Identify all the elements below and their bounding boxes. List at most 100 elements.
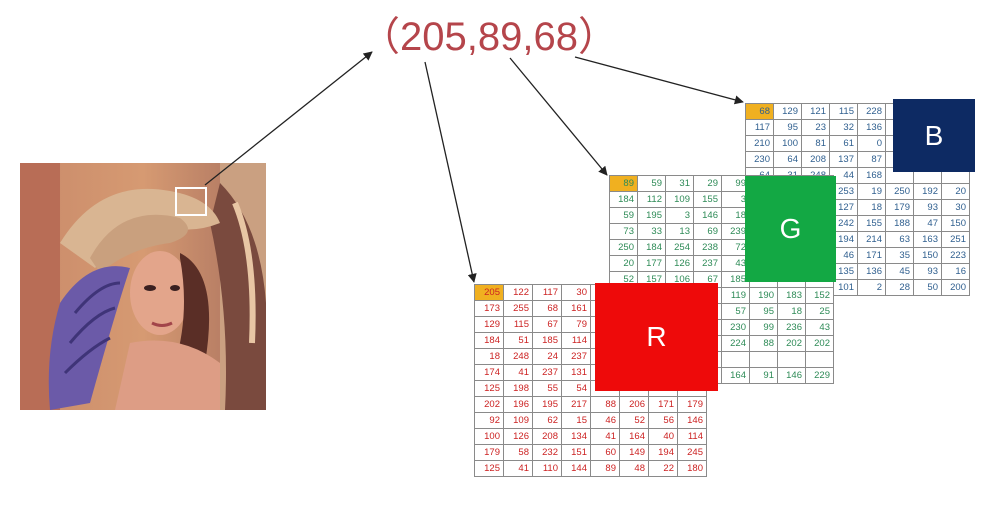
grid-cell: 33 bbox=[637, 223, 666, 240]
grid-cell: 137 bbox=[829, 151, 858, 168]
grid-cell: 151 bbox=[561, 444, 591, 461]
grid-cell: 155 bbox=[693, 191, 722, 208]
grid-cell: 91 bbox=[749, 367, 778, 384]
grid-cell: 184 bbox=[474, 332, 504, 349]
grid-cell: 126 bbox=[503, 428, 533, 445]
grid-cell: 163 bbox=[913, 231, 942, 248]
pixel-selection-box bbox=[175, 187, 207, 216]
grid-cell: 45 bbox=[885, 263, 914, 280]
grid-cell: 206 bbox=[619, 396, 649, 413]
grid-cell: 56 bbox=[648, 412, 678, 429]
grid-cell: 150 bbox=[913, 247, 942, 264]
grid-cell: 59 bbox=[609, 207, 638, 224]
grid-cell: 198 bbox=[503, 380, 533, 397]
grid-cell: 152 bbox=[805, 287, 834, 304]
grid-cell: 237 bbox=[561, 348, 591, 365]
grid-cell: 224 bbox=[721, 335, 750, 352]
grid-cell: 214 bbox=[857, 231, 886, 248]
grid-cell: 16 bbox=[941, 263, 970, 280]
grid-cell: 100 bbox=[773, 135, 802, 152]
grid-cell: 237 bbox=[693, 255, 722, 272]
grid-cell: 195 bbox=[532, 396, 562, 413]
arrow-to-r bbox=[424, 61, 477, 283]
grid-cell: 28 bbox=[885, 279, 914, 296]
grid-cell: 57 bbox=[721, 303, 750, 320]
grid-cell: 58 bbox=[503, 444, 533, 461]
grid-cell: 115 bbox=[829, 103, 858, 120]
grid-cell: 179 bbox=[677, 396, 707, 413]
grid-cell: 202 bbox=[777, 335, 806, 352]
grid-cell: 232 bbox=[532, 444, 562, 461]
grid-cell: 114 bbox=[561, 332, 591, 349]
grid-cell: 23 bbox=[801, 119, 830, 136]
grid-cell bbox=[749, 351, 778, 368]
grid-cell: 230 bbox=[745, 151, 774, 168]
grid-cell: 18 bbox=[777, 303, 806, 320]
grid-cell: 60 bbox=[590, 444, 620, 461]
grid-cell: 126 bbox=[665, 255, 694, 272]
grid-cell: 59 bbox=[637, 175, 666, 192]
grid-cell: 41 bbox=[503, 364, 533, 381]
grid-cell: 164 bbox=[619, 428, 649, 445]
grid-cell: 89 bbox=[609, 175, 638, 192]
grid-cell: 180 bbox=[677, 460, 707, 477]
grid-cell: 95 bbox=[773, 119, 802, 136]
grid-cell: 250 bbox=[609, 239, 638, 256]
grid-cell: 129 bbox=[474, 316, 504, 333]
grid-cell: 185 bbox=[532, 332, 562, 349]
red-channel-label: R bbox=[595, 283, 718, 391]
grid-cell: 164 bbox=[721, 367, 750, 384]
grid-cell: 93 bbox=[913, 199, 942, 216]
grid-cell: 210 bbox=[745, 135, 774, 152]
arrow-to-b bbox=[574, 56, 744, 105]
grid-cell: 230 bbox=[721, 319, 750, 336]
green-channel-label: G bbox=[745, 176, 836, 282]
grid-cell: 54 bbox=[561, 380, 591, 397]
grid-cell: 30 bbox=[941, 199, 970, 216]
grid-cell: 254 bbox=[665, 239, 694, 256]
grid-cell: 50 bbox=[913, 279, 942, 296]
grid-cell: 109 bbox=[665, 191, 694, 208]
grid-cell: 35 bbox=[885, 247, 914, 264]
grid-cell: 79 bbox=[561, 316, 591, 333]
grid-cell: 121 bbox=[801, 103, 830, 120]
grid-cell: 24 bbox=[532, 348, 562, 365]
grid-cell: 115 bbox=[503, 316, 533, 333]
grid-cell: 19 bbox=[857, 183, 886, 200]
grid-cell: 251 bbox=[941, 231, 970, 248]
grid-cell: 228 bbox=[857, 103, 886, 120]
grid-cell: 171 bbox=[857, 247, 886, 264]
grid-cell: 13 bbox=[665, 223, 694, 240]
grid-cell: 205 bbox=[474, 284, 504, 301]
grid-cell: 188 bbox=[885, 215, 914, 232]
grid-cell: 68 bbox=[532, 300, 562, 317]
grid-cell: 43 bbox=[805, 319, 834, 336]
arrow-to-g bbox=[509, 57, 608, 176]
grid-cell: 117 bbox=[532, 284, 562, 301]
grid-cell: 146 bbox=[677, 412, 707, 429]
rgb-tuple-label: （205,89,68） bbox=[360, 15, 618, 59]
grid-cell: 73 bbox=[609, 223, 638, 240]
grid-cell: 196 bbox=[503, 396, 533, 413]
grid-cell: 112 bbox=[637, 191, 666, 208]
grid-cell: 248 bbox=[503, 348, 533, 365]
grid-cell: 30 bbox=[561, 284, 591, 301]
grid-cell: 200 bbox=[941, 279, 970, 296]
grid-cell: 136 bbox=[857, 119, 886, 136]
grid-cell: 168 bbox=[857, 167, 886, 184]
grid-cell: 183 bbox=[777, 287, 806, 304]
grid-cell: 174 bbox=[474, 364, 504, 381]
grid-cell: 238 bbox=[693, 239, 722, 256]
grid-cell: 93 bbox=[913, 263, 942, 280]
grid-cell: 109 bbox=[503, 412, 533, 429]
blue-channel-label: B bbox=[893, 99, 975, 172]
grid-cell: 131 bbox=[561, 364, 591, 381]
grid-cell: 48 bbox=[619, 460, 649, 477]
grid-cell: 46 bbox=[590, 412, 620, 429]
grid-cell: 171 bbox=[648, 396, 678, 413]
grid-cell: 69 bbox=[693, 223, 722, 240]
